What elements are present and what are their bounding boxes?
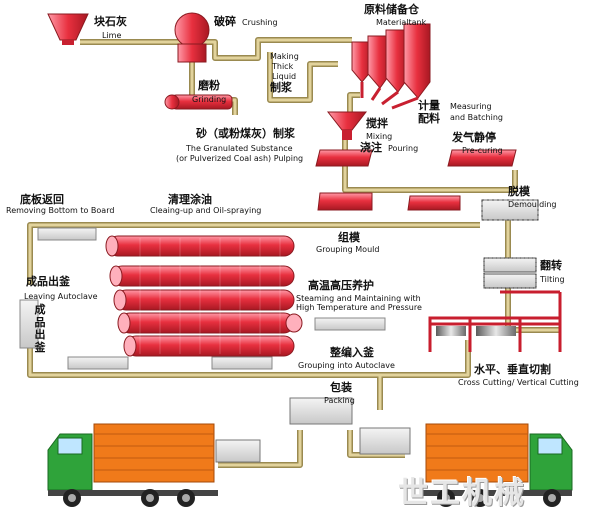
label-grinding-zh: 磨粉 xyxy=(198,79,220,92)
label-lime-zh: 块石灰 xyxy=(94,15,127,28)
autoclave-cylinders xyxy=(105,235,303,357)
truck-left xyxy=(47,423,218,507)
precuring-mould xyxy=(447,149,517,167)
label-measuring-en-2: and Batching xyxy=(450,113,503,122)
label-measuring-zh-2: 配料 xyxy=(418,112,440,125)
tilting-blocks xyxy=(483,257,537,289)
label-board-zh: 底板返回 xyxy=(20,193,64,206)
label-pouring-zh: 浇注 xyxy=(360,141,382,154)
label-grinding-en: Grinding xyxy=(192,95,227,104)
label-making-zh: 制浆 xyxy=(270,81,292,94)
label-tank-en: Materialtank xyxy=(376,18,427,27)
label-cutting-en: Cross Cutting/ Vertical Cutting xyxy=(458,378,579,387)
grinding-mill xyxy=(164,94,233,110)
cutting-frame xyxy=(428,290,562,352)
label-steam-en-2: High Temperature and Pressure xyxy=(296,303,422,312)
label-oil-zh: 清理涂油 xyxy=(168,193,212,206)
label-leaving-vertical-zh: 成品出釜 xyxy=(34,303,46,354)
label-oil-en: Cleaing-up and Oil-spraying xyxy=(150,206,262,215)
label-pouring-en: Pouring xyxy=(388,144,419,153)
label-into-autoclave-zh: 整编入釜 xyxy=(330,346,374,359)
return-moulds xyxy=(317,192,461,211)
label-board-en: Removing Bottom to Board xyxy=(6,206,115,215)
demoulding-block xyxy=(481,199,539,221)
pouring-mould xyxy=(315,149,373,167)
label-tank-zh: 原料储备仓 xyxy=(364,3,419,16)
packing-pallets xyxy=(215,397,411,463)
label-leaving-zh: 成品出釜 xyxy=(26,275,70,288)
truck-right xyxy=(420,423,573,507)
label-leaving-en: Leaving Autoclave xyxy=(24,292,98,301)
label-precuring-en: Pre-curing xyxy=(462,146,503,155)
label-cutting-zh: 水平、垂直切割 xyxy=(474,363,551,376)
autoclave-carts xyxy=(19,227,386,370)
label-measuring-en-1: Measuring xyxy=(450,102,492,111)
label-steam-en-1: Steaming and Maintaining with xyxy=(296,294,421,303)
label-making-en-3: Liquid xyxy=(272,72,297,81)
label-demoulding-en: Demoulding xyxy=(508,200,557,209)
label-steam-zh: 高温高压养护 xyxy=(308,279,374,292)
label-packing-en: Packing xyxy=(324,396,355,405)
label-sand-en-2: (or Pulverized Coal ash) Pulping xyxy=(176,154,304,163)
label-measuring-zh-1: 计量 xyxy=(418,99,440,112)
crusher-machine xyxy=(174,12,210,63)
label-tilting-zh: 翻转 xyxy=(540,259,562,272)
lime-hopper xyxy=(47,13,89,45)
label-sand-zh: 砂（或粉煤灰）制浆 xyxy=(196,127,295,140)
label-demoulding-zh: 脱模 xyxy=(508,185,530,198)
material-tanks xyxy=(351,23,431,110)
label-mixing-zh: 搅拌 xyxy=(366,117,388,130)
cutting-blocks xyxy=(436,326,516,336)
label-crushing-zh: 破碎 xyxy=(214,15,236,28)
label-tilting-en: Tilting xyxy=(540,275,565,284)
label-sand-en-1: The Granulated Substance xyxy=(186,144,293,153)
label-making-en-1: Making xyxy=(270,52,299,61)
label-group-mould-en: Grouping Mould xyxy=(316,245,380,254)
company-logo-text: 世工机械 xyxy=(398,476,526,511)
label-lime-en: Lime xyxy=(102,31,122,40)
label-making-en-2: Thick xyxy=(272,62,294,71)
label-packing-zh: 包装 xyxy=(330,381,352,394)
label-group-mould-zh: 组模 xyxy=(338,231,360,244)
label-precuring-zh: 发气静停 xyxy=(452,131,496,144)
label-crushing-en: Crushing xyxy=(242,18,278,27)
label-mixing-en: Mixing xyxy=(366,132,393,141)
label-into-autoclave-en: Grouping into Autoclave xyxy=(298,361,395,370)
mixer-funnel xyxy=(326,111,368,140)
